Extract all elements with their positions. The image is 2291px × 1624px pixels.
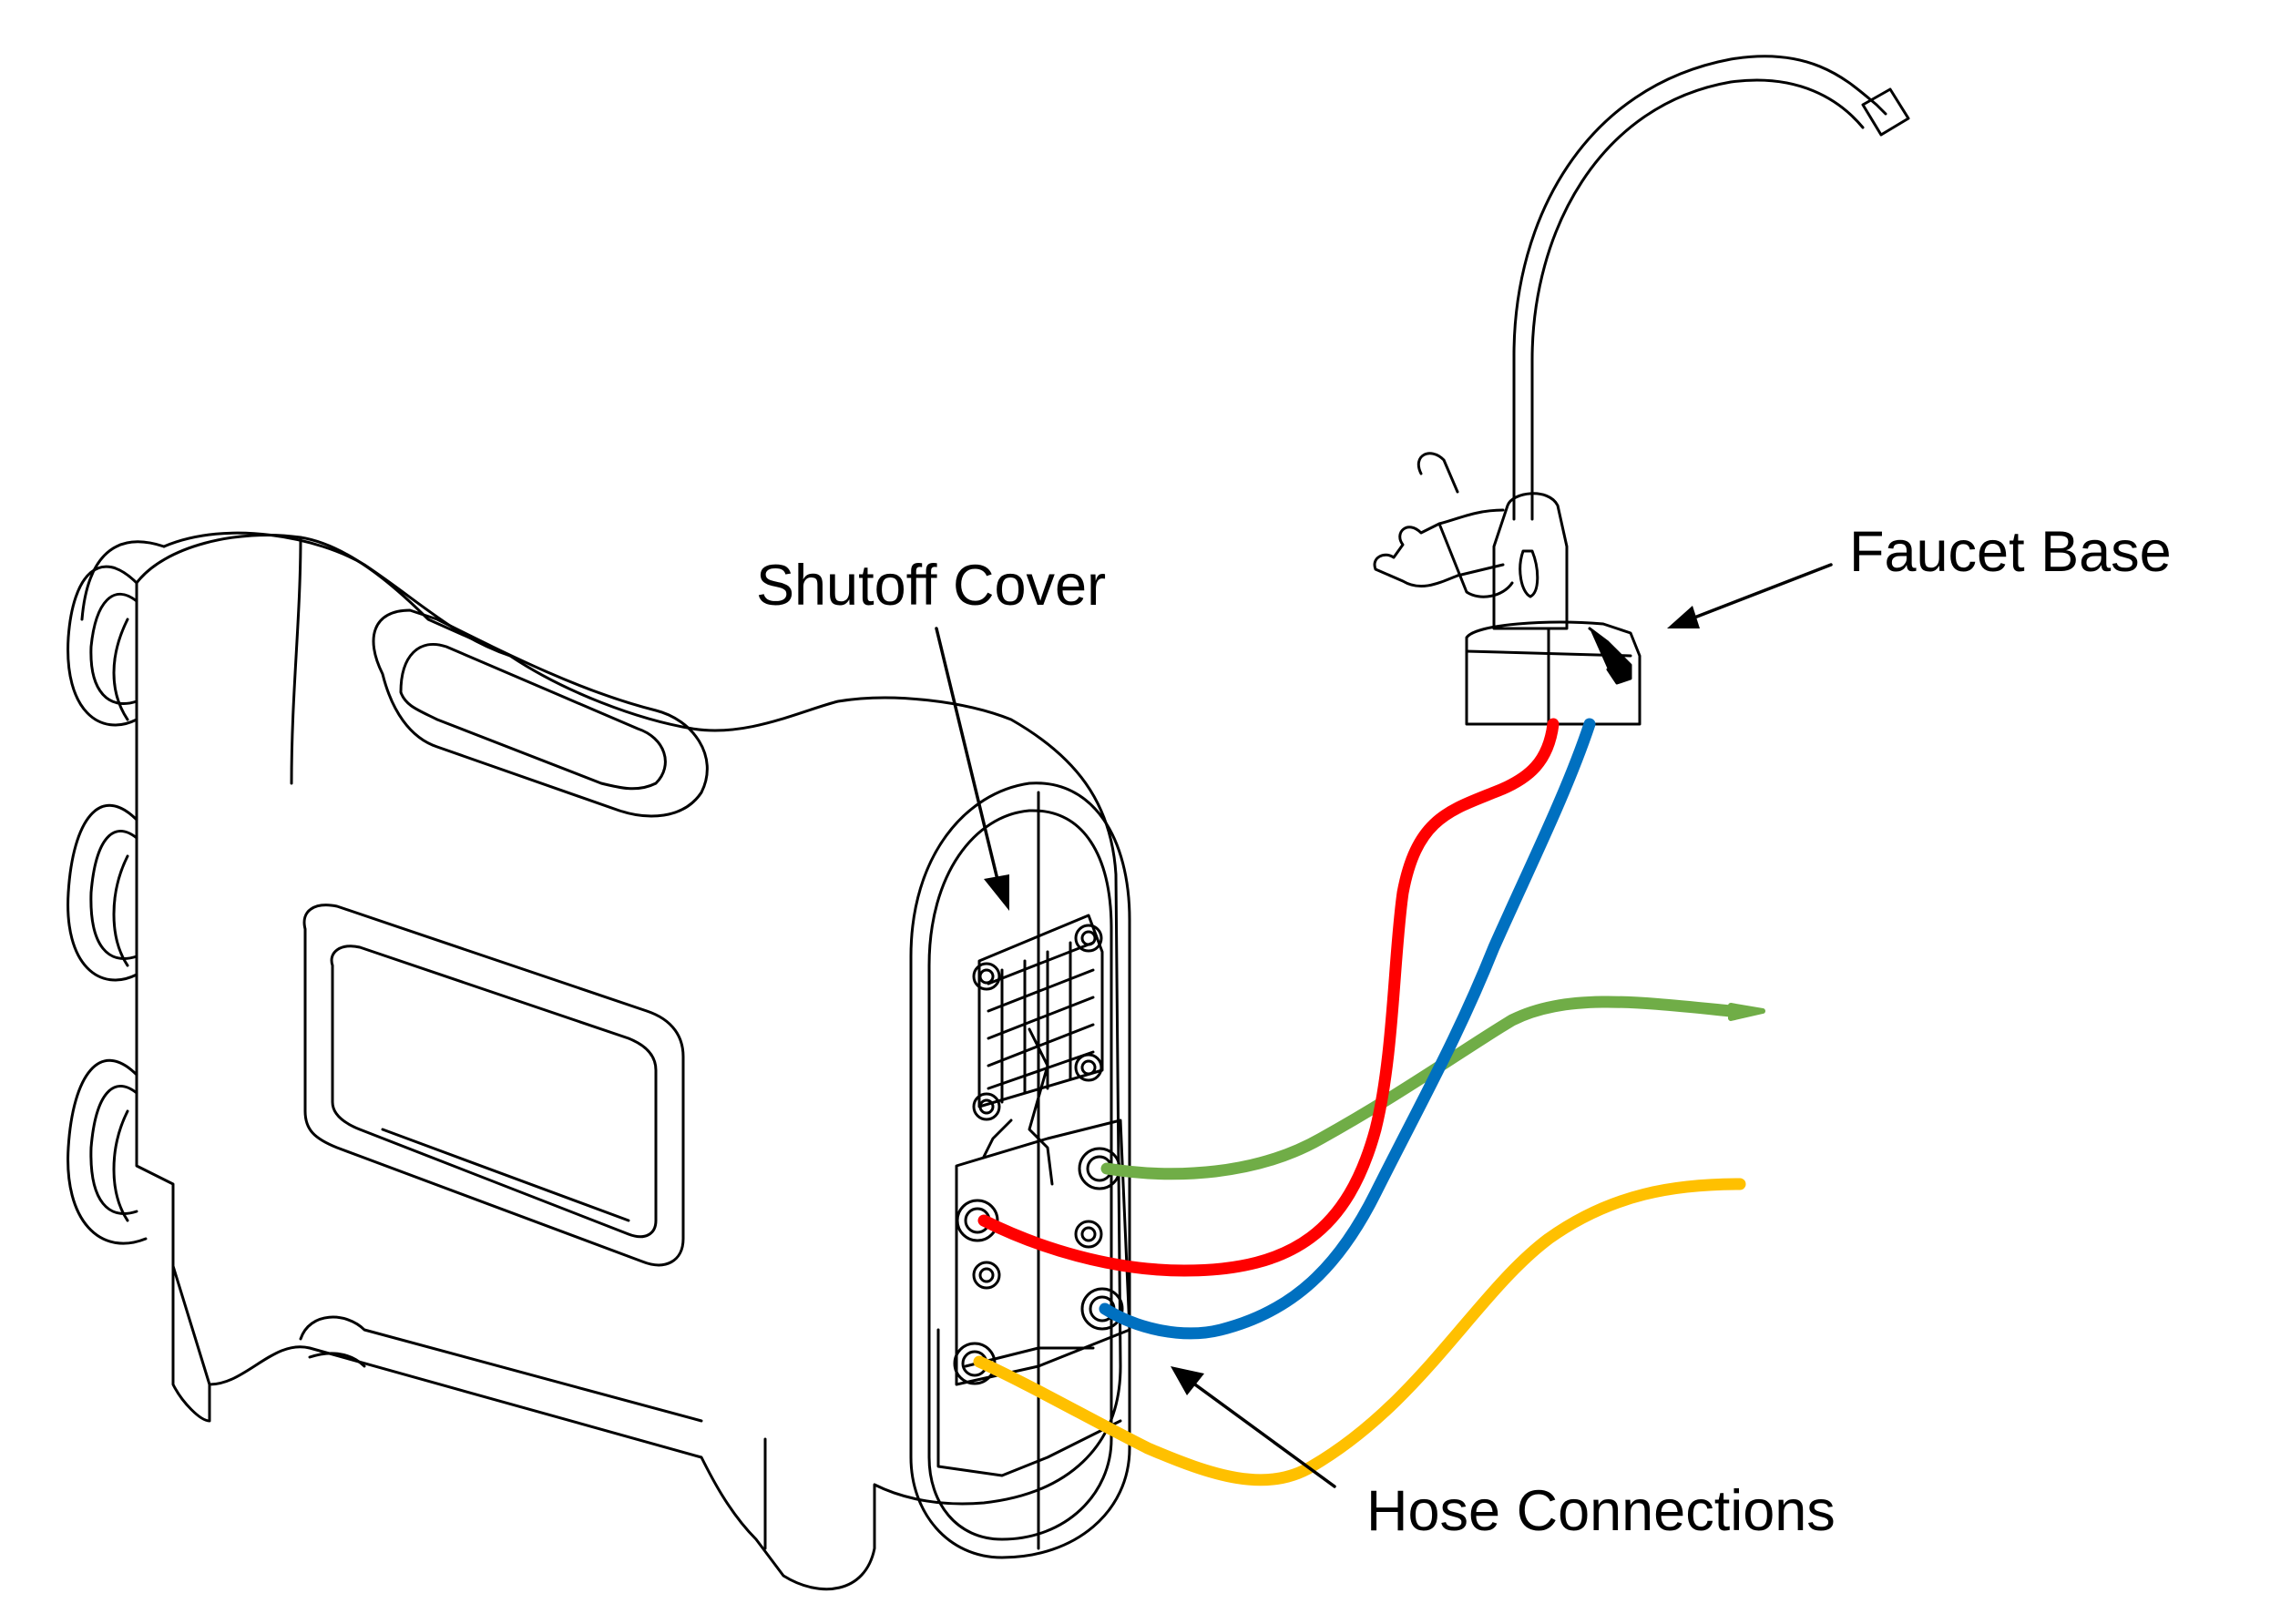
red-hose — [977, 718, 1560, 1277]
shutoff-cover — [977, 914, 1104, 1186]
mounting-bolts — [972, 924, 1103, 1290]
housing-outline — [135, 534, 1122, 1591]
faucet-spout — [1512, 55, 1887, 521]
faucet — [1373, 55, 1910, 726]
hoses — [973, 718, 1765, 1486]
green-hose-tip — [1728, 1003, 1765, 1021]
shutoff-cover-arrowhead — [984, 874, 1009, 911]
faucet-base-arrow — [1688, 563, 1833, 621]
faucet-base — [1465, 620, 1642, 726]
filter-canisters — [66, 540, 166, 1245]
top-grip — [372, 608, 709, 818]
faucet-base-label: Faucet Base — [1849, 520, 2172, 584]
yellow-hose — [973, 1178, 1746, 1486]
faucet-lever — [1373, 508, 1505, 588]
callout-arrows — [935, 563, 1833, 1488]
blue-hose — [1099, 718, 1596, 1340]
filter-housing — [66, 531, 1131, 1591]
faucet-base-arrowhead — [1667, 606, 1700, 628]
shutoff-cover-label: Shutoff Cover — [756, 554, 1107, 618]
hose-connections-arrow — [1187, 1378, 1336, 1488]
front-panel — [909, 781, 1131, 1559]
side-grip-window — [302, 904, 685, 1267]
spout-tip — [1861, 87, 1910, 137]
shutoff-cover-arrow — [935, 627, 1002, 893]
hose-connections-label: Hose Connections — [1366, 1479, 1836, 1543]
hose-connections-arrowhead — [1171, 1366, 1204, 1395]
green-hose — [1100, 996, 1737, 1180]
